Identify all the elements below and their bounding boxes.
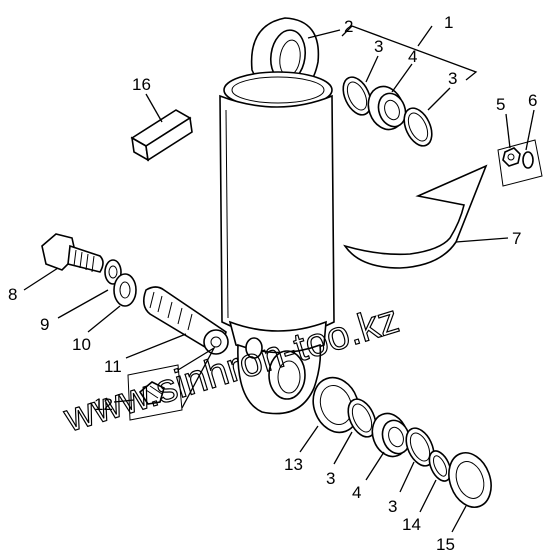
bolt — [41, 233, 104, 273]
callout-labels: 1 2 3 4 3 5 6 7 8 9 10 11 12 13 3 4 3 14… — [8, 13, 537, 554]
shock-absorber-body — [219, 17, 335, 415]
leader-lines — [23, 25, 535, 533]
upper-bearing-set — [342, 76, 433, 147]
callout-13: 13 — [284, 455, 303, 474]
callout-3b: 3 — [448, 69, 457, 88]
callout-8: 8 — [8, 285, 17, 304]
callout-6: 6 — [528, 91, 537, 110]
callout-3d: 3 — [388, 497, 397, 516]
grease-nipple — [127, 364, 183, 421]
callout-12: 12 — [94, 395, 113, 414]
nut-washer-group — [497, 139, 543, 187]
callout-7: 7 — [512, 229, 521, 248]
lower-bearing-set — [312, 376, 492, 508]
callout-1: 1 — [444, 13, 453, 32]
washers-left — [104, 259, 137, 307]
callout-15: 15 — [436, 535, 455, 554]
callout-4b: 4 — [352, 483, 361, 502]
callout-3a: 3 — [374, 37, 383, 56]
clamp-band — [343, 164, 488, 269]
callout-4a: 4 — [408, 47, 417, 66]
callout-2: 2 — [344, 17, 353, 36]
threaded-bushing — [142, 286, 229, 355]
callout-3c: 3 — [326, 469, 335, 488]
callout-5: 5 — [496, 95, 505, 114]
callout-10: 10 — [72, 335, 91, 354]
callout-9: 9 — [40, 315, 49, 334]
callout-11: 11 — [104, 357, 122, 376]
rubber-block — [130, 109, 193, 162]
callout-16: 16 — [132, 75, 151, 94]
callout-14: 14 — [402, 515, 421, 534]
